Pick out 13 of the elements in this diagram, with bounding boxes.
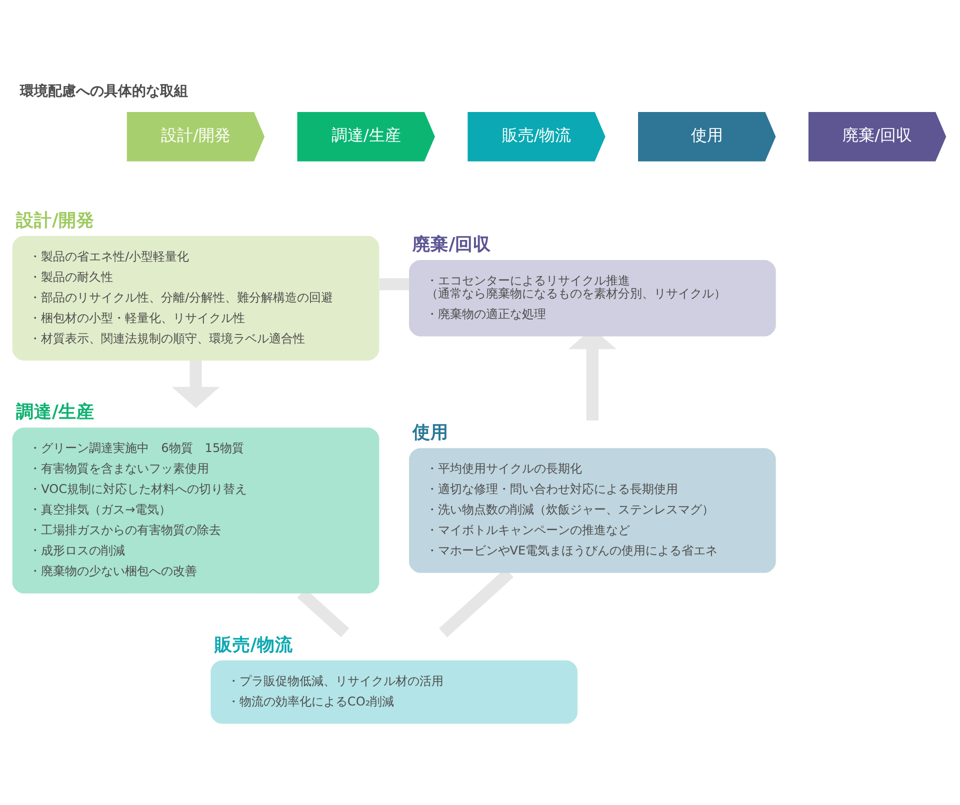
node-label: 調達/生産 — [16, 402, 95, 423]
arrow — [172, 360, 220, 408]
node-label: 使用 — [412, 423, 449, 444]
node-box: ・グリーン調達実施中 6物質 15物質 ・有害物質を含まないフッ素使用 ・VOC規制に対応した材料への切り替え ・真空排気（ガス→電気） ・工場排ガスからの有害物質の除去 ・成形ロスの削減 ・廃棄物の少ない梱包への改善 — [12, 428, 380, 594]
diagram-title: 環境配慮への具体的な取組 — [20, 84, 188, 100]
node-box: ・プラ販促物低減、リサイクル材の活用 ・物流の効率化によるCO₂削減 — [210, 660, 578, 724]
node-box: ・平均使用サイクルの長期化 ・適切な修理・問い合わせ対応による長期使用 ・洗い物点数の削減（炊飯ジャー、ステンレスマグ） ・マイボトルキャンペーンの推進など ・マホービンやVE電気まほうびんの使用による省エネ — [409, 448, 776, 573]
connector — [379, 278, 409, 290]
node-label: 廃棄/回収 — [412, 234, 492, 255]
node-label: 設計/開発 — [16, 210, 95, 231]
node-box: ・エコセンターによるリサイクル推進（通常なら廃棄物になるものを素材分別、リサイクル） ・廃棄物の適正な処理 — [409, 260, 776, 336]
node-label: 販売/物流 — [214, 635, 293, 656]
node-box: ・製品の省エネ性/小型軽量化 ・製品の耐久性 ・部品のリサイクル性、分離/分解性、難分解構造の回避 ・梱包材の小型・軽量化、リサイクル性 ・材質表示、関連法規制の順守、環境ラベル適合性 — [12, 236, 380, 361]
